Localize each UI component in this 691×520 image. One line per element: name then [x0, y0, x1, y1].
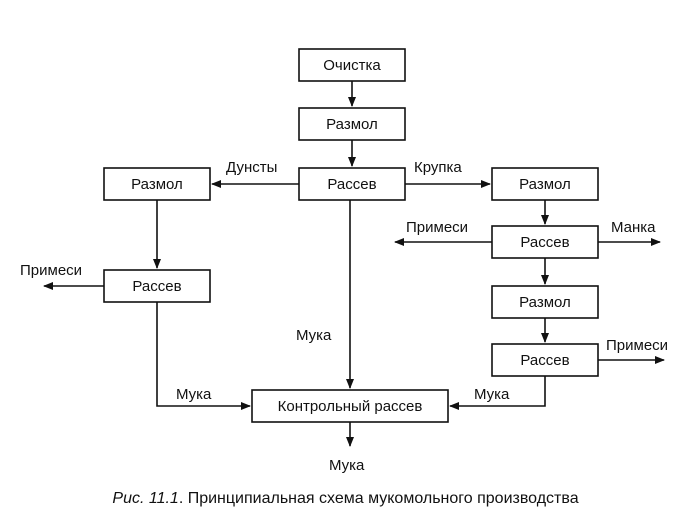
box-control-sifting: Контрольный рассев	[251, 389, 449, 423]
box-milling-right-2-label: Размол	[519, 294, 571, 311]
box-sifting-right-1-label: Рассев	[520, 234, 569, 251]
box-sifting-main: Рассев	[298, 167, 406, 201]
box-cleaning: Очистка	[298, 48, 406, 82]
process-flow-diagram: Очистка Размол Рассев Размол Рассев Разм…	[20, 48, 668, 474]
label-dunsty: Дунсты	[226, 159, 277, 176]
box-sifting-right-2: Рассев	[491, 343, 599, 377]
box-milling-right-label: Размол	[519, 176, 571, 193]
arrow-sifting-right-2-to-control	[449, 376, 546, 410]
label-impurities-left: Примеси	[20, 262, 82, 279]
box-milling-1: Размол	[298, 107, 406, 141]
label-flour-left: Мука	[176, 386, 212, 403]
label-flour-bottom: Мука	[329, 457, 365, 474]
box-sifting-main-label: Рассев	[327, 176, 376, 193]
box-sifting-left: Рассев	[103, 269, 211, 303]
label-impurities-right-1: Примеси	[406, 219, 468, 236]
arrow-sifting-left-to-control	[156, 302, 251, 410]
box-milling-right: Размол	[491, 167, 599, 201]
figure-number: Рис. 11.1	[112, 490, 179, 507]
box-sifting-left-label: Рассев	[132, 278, 181, 295]
box-cleaning-label: Очистка	[323, 57, 381, 74]
label-flour-center: Мука	[296, 327, 332, 344]
label-semolina: Манка	[611, 219, 656, 236]
box-sifting-right-2-label: Рассев	[520, 352, 569, 369]
box-milling-1-label: Размол	[326, 116, 378, 133]
label-krupka: Крупка	[414, 159, 462, 176]
label-impurities-right-2: Примеси	[606, 337, 668, 354]
box-control-sifting-label: Контрольный рассев	[278, 398, 423, 415]
box-sifting-right-1: Рассев	[491, 225, 599, 259]
label-flour-right: Мука	[474, 386, 510, 403]
box-milling-right-2: Размол	[491, 285, 599, 319]
figure-caption-text: . Принципиальная схема мукомольного прои…	[178, 490, 579, 507]
box-milling-left-label: Размол	[131, 176, 183, 193]
figure-caption: Рис. 11.1. Принципиальная схема мукомоль…	[0, 490, 691, 508]
box-milling-left: Размол	[103, 167, 211, 201]
